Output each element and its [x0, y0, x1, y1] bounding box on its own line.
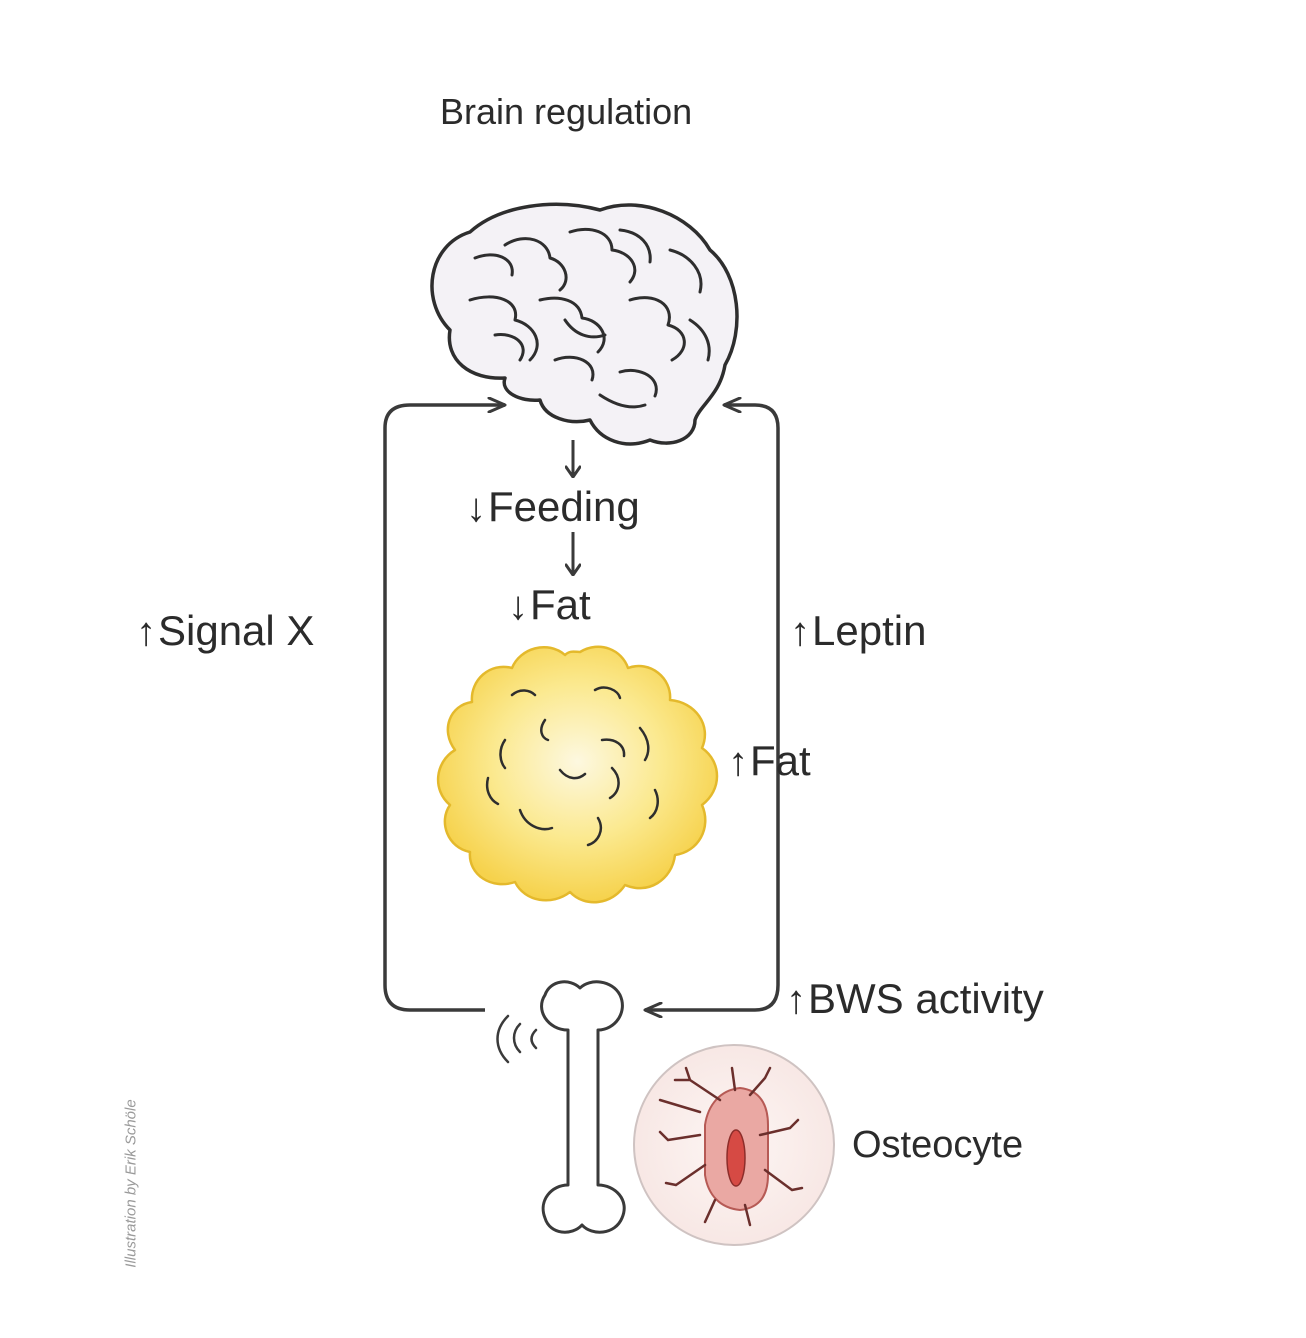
signal-x-label: ↑Signal X	[136, 607, 315, 654]
leptin-label: ↑Leptin	[790, 607, 927, 654]
up-arrow-icon: ↑	[790, 610, 810, 654]
fat-up-text: Fat	[750, 737, 811, 784]
fat-up-label: ↑Fat	[728, 737, 811, 784]
leptin-loop-arrow	[724, 405, 780, 660]
signal-x-text: Signal X	[158, 607, 315, 654]
osteocyte-icon	[633, 1044, 835, 1246]
bws-activity-label: ↑BWS activity	[786, 975, 1044, 1022]
bws-activity-text: BWS activity	[808, 975, 1044, 1022]
illustration-credit: Illustration by Erik Schöle	[122, 1099, 140, 1268]
fat-down-label: ↓Fat	[508, 581, 591, 628]
leptin-text: Leptin	[812, 607, 927, 654]
diagram-title: Brain regulation	[440, 91, 693, 132]
down-arrow-icon: ↓	[508, 584, 528, 628]
bws-activity-arrow	[645, 660, 780, 1010]
up-arrow-icon: ↑	[728, 740, 748, 784]
feeding-label: ↓Feeding	[466, 483, 640, 530]
signal-x-loop-arrow	[383, 405, 505, 1012]
fat-down-text: Fat	[530, 581, 591, 628]
feeding-text: Feeding	[488, 483, 640, 530]
up-arrow-icon: ↑	[136, 610, 156, 654]
fat-cell-icon	[436, 645, 719, 904]
down-arrow-icon: ↓	[466, 486, 486, 530]
bone-icon	[496, 980, 626, 1234]
brain-icon	[430, 202, 739, 446]
osteocyte-label: Osteocyte	[852, 1124, 1024, 1166]
up-arrow-icon: ↑	[786, 978, 806, 1022]
